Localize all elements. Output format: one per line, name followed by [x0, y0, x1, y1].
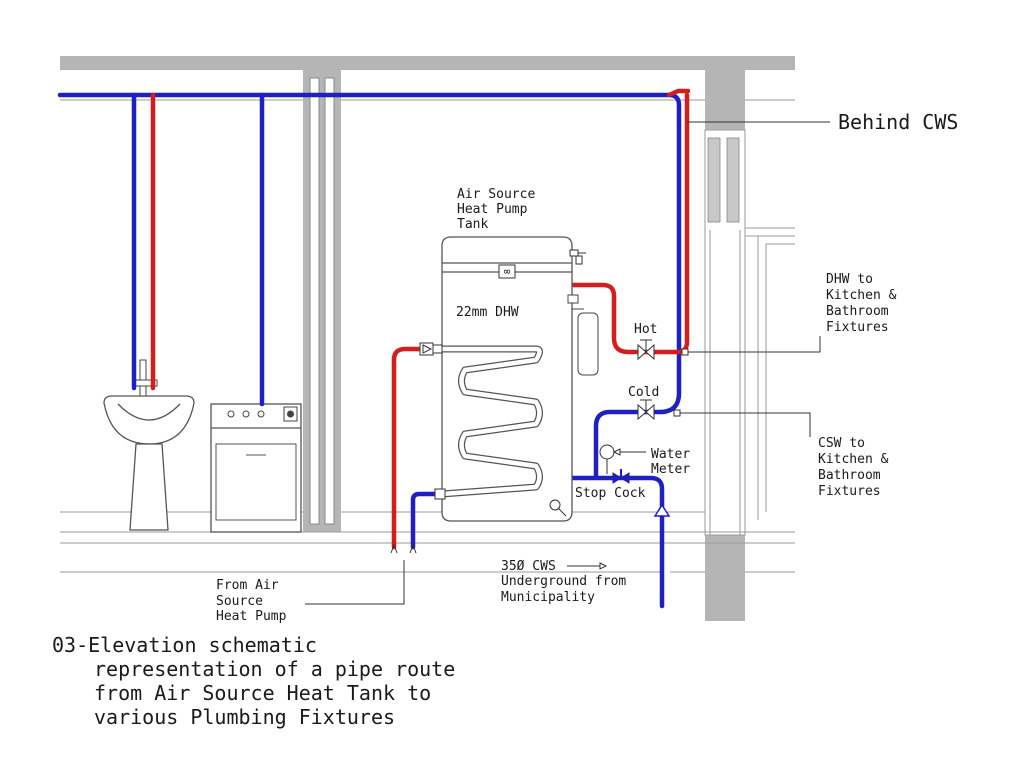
caption-line4: various Plumbing Fixtures: [94, 705, 395, 729]
drain-valve-icon: [549, 499, 567, 517]
water-meter-label-line1: Water: [651, 447, 690, 462]
cold-water-main-pipe: [57, 92, 682, 479]
csw-to-label-line1: CSW to: [818, 436, 865, 451]
dhw-to-label-line3: Bathroom: [826, 304, 889, 319]
heat-pump-tank: ∞: [441, 236, 599, 522]
floor-lines: [60, 511, 795, 573]
caption-line2: representation of a pipe route: [94, 657, 455, 681]
cws-label-line3: Municipality: [501, 590, 595, 605]
basin-tap-icon: [132, 359, 158, 397]
structural-column: [704, 70, 746, 621]
csw-to-label-line3: Bathroom: [818, 468, 881, 483]
tank-label-line2: Heat Pump: [457, 202, 528, 217]
csw-to-label-line4: Fixtures: [818, 484, 881, 499]
hot-label: Hot: [634, 322, 657, 337]
caption-line1: 03-Elevation schematic: [52, 633, 317, 657]
from-heat-pump-label-line2: Source: [216, 594, 263, 609]
ceiling-slab: [60, 56, 795, 70]
water-meter-icon: [599, 444, 615, 474]
behind-cws-label: Behind CWS: [838, 110, 958, 134]
dhw-to-label-line2: Kitchen &: [826, 288, 897, 303]
tank-label-line1: Air Source: [457, 187, 535, 202]
stop-cock-icon: [612, 469, 630, 484]
water-meter-label-line2: Meter: [651, 462, 690, 477]
municipal-supply-pipe: [565, 475, 665, 609]
leader-lines: [305, 121, 830, 605]
dhw-size-label: 22mm DHW: [456, 305, 519, 320]
tank-label-line3: Tank: [457, 217, 488, 232]
wall-panelling: [745, 227, 795, 520]
caption-line3: from Air Source Heat Tank to: [94, 681, 431, 705]
heat-exchanger-coil: [441, 345, 543, 498]
stop-cock-label: Stop Cock: [575, 486, 646, 501]
flow-direction-arrow-icon: [653, 503, 671, 517]
washing-machine: [210, 403, 302, 533]
pump-icon: [419, 342, 443, 356]
inlet-arrows-icon: [390, 543, 417, 554]
cws-label-line1: 35Ø CWS: [501, 559, 556, 574]
from-heat-pump-label-line1: From Air: [216, 578, 279, 593]
cold-valve-icon: [637, 399, 655, 421]
heat-pump-return-pipe: [410, 491, 441, 550]
washbasin: [103, 395, 195, 531]
partition-wall: [303, 70, 341, 532]
return-connector: [434, 488, 446, 500]
hot-valve-icon: [637, 339, 655, 361]
cold-label: Cold: [628, 385, 659, 400]
svg-text:∞: ∞: [504, 265, 511, 278]
csw-to-label-line2: Kitchen &: [818, 452, 889, 467]
cws-label-line2: Underground from: [501, 574, 626, 589]
heat-pump-flow-pipe: [391, 346, 425, 550]
from-heat-pump-label-line3: Heat Pump: [216, 609, 287, 624]
dhw-to-label-line1: DHW to: [826, 272, 873, 287]
dhw-to-label-line4: Fixtures: [826, 320, 889, 335]
